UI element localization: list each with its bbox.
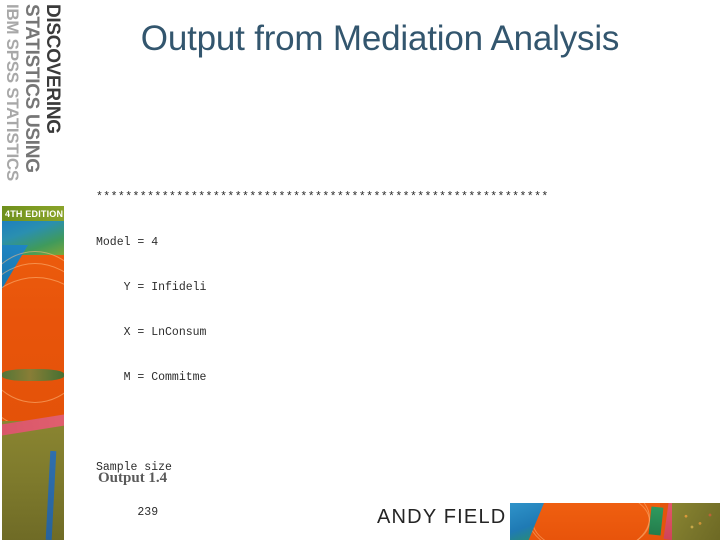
output-sample-size-value: 239 <box>96 506 159 519</box>
footer-author-name: ANDY FIELD <box>377 506 507 528</box>
page-title: Output from Mediation Analysis <box>140 19 620 58</box>
book-spine-subtitle-ibm-spss: IBM SPSS STATISTICS <box>3 4 22 181</box>
output-variable-y: Y = Infideli <box>96 281 207 294</box>
edition-badge-label: 4TH EDITION <box>5 208 64 219</box>
output-model-number: Model = 4 <box>96 236 159 249</box>
title-block: Output from Mediation Analysis <box>120 18 640 61</box>
edition-badge: 4TH EDITION <box>2 206 64 221</box>
book-spine-title-discovering: DISCOVERING <box>42 4 63 134</box>
book-cover-artwork <box>2 221 64 540</box>
output-variable-x: X = LnConsum <box>96 326 207 339</box>
output-caption: Output 1.4 <box>98 470 168 486</box>
book-spine-title-area: IBM SPSS STATISTICS STATISTICS USING DIS… <box>0 0 66 202</box>
footer-artwork-arc-two <box>532 503 650 540</box>
footer-artwork-green <box>648 506 664 536</box>
book-spine-subtitle-statistics-using: STATISTICS USING <box>21 4 42 173</box>
book-spine-graphic: IBM SPSS STATISTICS STATISTICS USING DIS… <box>0 0 66 540</box>
spss-output-text: ****************************************… <box>96 160 712 540</box>
footer-artwork-speckles <box>678 509 718 533</box>
output-separator-top: ****************************************… <box>96 191 549 204</box>
output-sample-size-label: Sample size <box>96 461 172 474</box>
output-spacer-one <box>96 415 712 430</box>
footer-artwork-band <box>510 503 720 540</box>
output-variable-m: M = Commitme <box>96 371 207 384</box>
artwork-green-streak <box>2 369 64 381</box>
